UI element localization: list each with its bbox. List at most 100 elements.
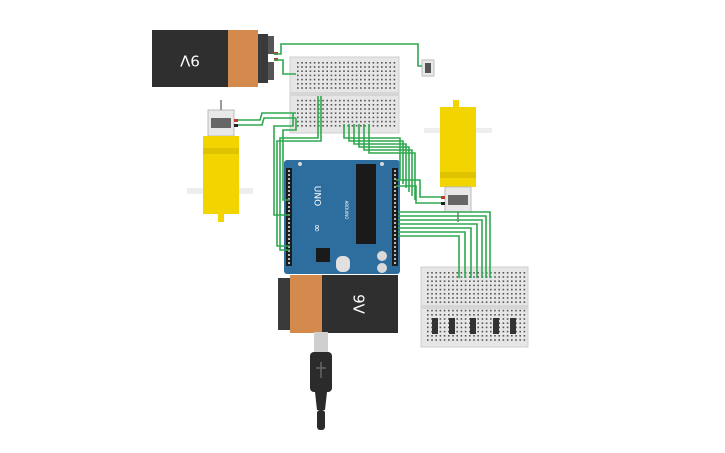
breadboard-hole	[389, 116, 391, 119]
breadboard-hole	[523, 322, 526, 324]
breadboard-hole	[313, 99, 316, 102]
dc-motor-right[interactable]	[424, 100, 492, 222]
usb-cable[interactable]	[310, 332, 332, 430]
breadboard-hole	[372, 104, 375, 106]
breadboard-hole	[498, 330, 500, 333]
breadboard-hole	[502, 280, 505, 282]
breadboard-hole	[481, 318, 484, 320]
breadboard-hole	[490, 284, 492, 287]
breadboard-hole	[511, 276, 513, 278]
breadboard-hole	[498, 280, 500, 282]
breadboard-hole	[452, 293, 454, 295]
breadboard-top[interactable]	[289, 56, 400, 134]
breadboard-hole	[326, 70, 328, 72]
wire	[398, 219, 483, 278]
breadboard-hole	[427, 339, 429, 341]
breadboard-hole	[297, 66, 299, 68]
battery-9v-bottom[interactable]: 9V	[278, 275, 398, 333]
breadboard-hole	[364, 104, 366, 106]
header-pin	[394, 174, 396, 176]
breadboard-hole	[485, 339, 488, 341]
breadboard-hole	[477, 309, 479, 312]
breadboard-hole	[481, 309, 484, 312]
breadboard-hole	[393, 108, 396, 110]
battery-9v-top[interactable]: 9V	[152, 30, 278, 87]
breadboard-hole	[506, 297, 509, 299]
breadboard-hole	[339, 112, 341, 114]
breadboard-hole	[376, 112, 379, 114]
breadboard-hole	[431, 309, 433, 312]
breadboard-hole	[372, 83, 375, 85]
dc-motor-left[interactable]	[187, 100, 253, 222]
breadboard-hole	[385, 62, 387, 64]
breadboard-hole	[469, 280, 471, 282]
breadboard-hole	[305, 108, 307, 110]
breadboard-hole	[381, 104, 383, 106]
breadboard-hole	[485, 318, 488, 320]
push-button[interactable]	[421, 59, 435, 77]
wire	[358, 124, 410, 192]
breadboard-hole	[322, 99, 324, 102]
header-pin	[288, 206, 290, 208]
breadboard-hole	[326, 83, 328, 85]
breadboard-hole	[498, 318, 500, 320]
breadboard-hole	[313, 74, 316, 77]
breadboard-hole	[431, 280, 433, 282]
battery-label: 9V	[350, 294, 368, 315]
breadboard-hole	[452, 284, 454, 287]
breadboard-hole	[322, 108, 324, 110]
breadboard-hole	[523, 297, 526, 299]
header-pin	[394, 222, 396, 224]
sensor-5[interactable]	[510, 318, 516, 334]
breadboard-hole	[511, 297, 513, 299]
wire	[398, 235, 460, 278]
breadboard-hole	[372, 108, 375, 110]
breadboard-hole	[439, 314, 442, 316]
breadboard-hole	[343, 66, 345, 68]
breadboard-bottom[interactable]	[420, 266, 529, 348]
breadboard-hole	[452, 297, 454, 299]
breadboard-hole	[477, 318, 479, 320]
breadboard-hole	[477, 288, 479, 291]
breadboard-hole	[318, 74, 320, 77]
breadboard-hole	[506, 339, 509, 341]
breadboard-hole	[448, 276, 450, 278]
breadboard-hole	[305, 74, 307, 77]
breadboard-hole	[389, 87, 391, 89]
battery-terminal-block	[258, 34, 268, 83]
breadboard-hole	[381, 99, 383, 102]
sensor-4[interactable]	[493, 318, 499, 334]
breadboard-hole	[473, 288, 475, 291]
header-pin	[288, 186, 290, 188]
wire	[348, 124, 404, 184]
breadboard-hole	[355, 83, 358, 85]
breadboard-hole	[368, 62, 370, 64]
breadboard-hole	[485, 293, 488, 295]
breadboard-hole	[313, 66, 316, 68]
breadboard-hole	[431, 293, 433, 295]
sensor-1[interactable]	[432, 318, 438, 334]
breadboard-hole	[393, 125, 396, 127]
breadboard-hole	[464, 330, 467, 333]
breadboard-hole	[368, 66, 370, 68]
breadboard-hole	[385, 116, 387, 119]
header-pin	[394, 182, 396, 184]
breadboard-hole	[502, 288, 505, 291]
breadboard-hole	[460, 322, 463, 324]
arduino-uno-board[interactable]: UNO ∞ ARDUINO	[284, 160, 400, 274]
breadboard-hole	[464, 301, 467, 303]
breadboard-hole	[490, 322, 492, 324]
breadboard-hole	[393, 104, 396, 106]
breadboard-hole	[452, 280, 454, 282]
breadboard-hole	[460, 335, 463, 337]
sensor-3[interactable]	[470, 318, 476, 334]
breadboard-hole	[443, 284, 446, 287]
breadboard-hole	[427, 335, 429, 337]
breadboard-hole	[460, 288, 463, 291]
sensor-row[interactable]	[432, 318, 516, 334]
breadboard-hole	[523, 276, 526, 278]
sensor-2[interactable]	[449, 318, 455, 334]
breadboard-hole	[368, 116, 370, 119]
breadboard-hole	[355, 104, 358, 106]
breadboard-hole	[364, 120, 366, 123]
